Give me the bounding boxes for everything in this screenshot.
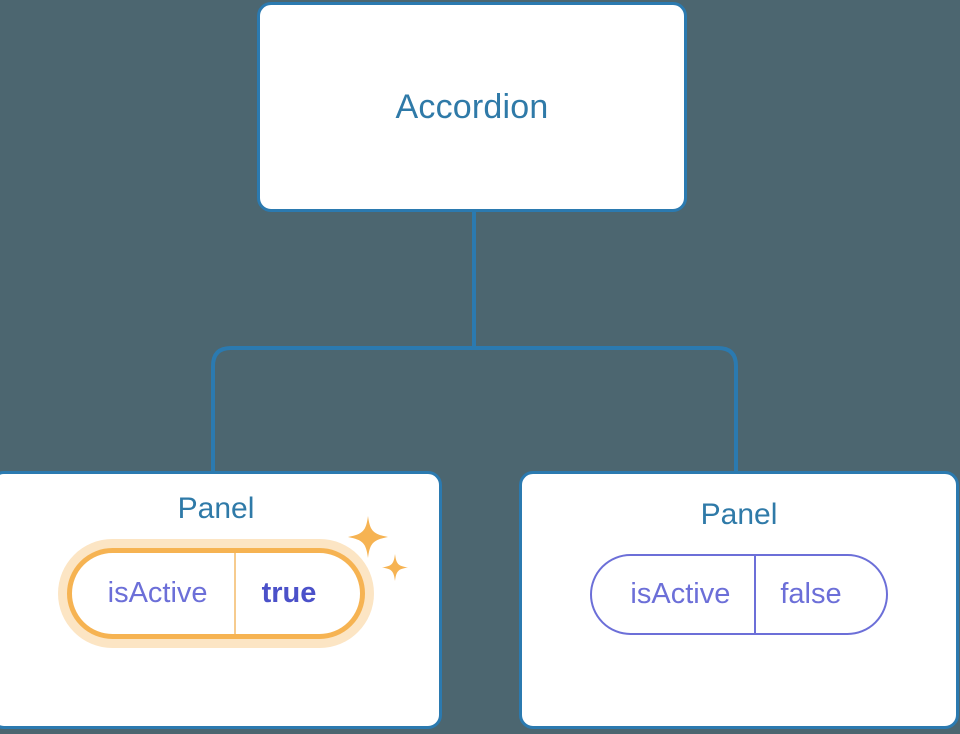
prop-value: true <box>261 577 317 609</box>
node-panel-active[interactable]: Panel isActive true <box>0 471 442 729</box>
prop-pill-wrapper-inactive: isActive false <box>590 554 888 635</box>
sparkle-small-icon <box>382 554 409 581</box>
node-accordion[interactable]: Accordion <box>257 2 687 212</box>
connector-branch <box>211 346 738 472</box>
prop-key: isActive <box>592 556 757 633</box>
prop-pill-isactive-false[interactable]: isActive false <box>590 554 888 635</box>
prop-pill-isactive-true[interactable]: isActive true <box>66 548 366 639</box>
prop-value: false <box>780 578 842 610</box>
sparkle-large-icon <box>348 516 389 558</box>
node-panel-inactive-label: Panel <box>700 498 778 531</box>
node-accordion-label: Accordion <box>395 87 549 126</box>
prop-key: isActive <box>72 553 236 634</box>
node-panel-inactive[interactable]: Panel isActive false <box>519 471 959 729</box>
prop-pill-wrapper-active: isActive true <box>66 516 409 639</box>
node-panel-active-label: Panel <box>177 492 255 525</box>
